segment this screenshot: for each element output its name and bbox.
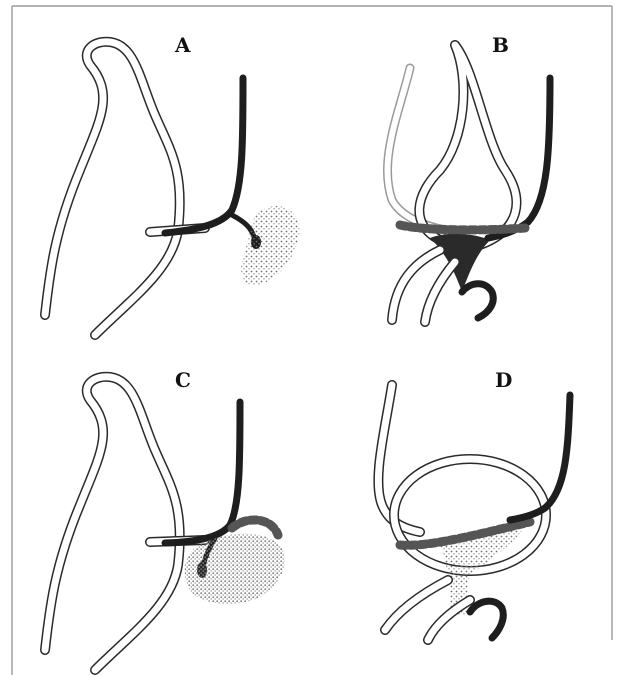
panel-b: B	[387, 33, 550, 322]
panel-d-lower-catheter	[470, 601, 503, 638]
panel-c-dashed-loop	[232, 520, 278, 535]
panel-a-vessel-lumen	[45, 42, 180, 335]
panel-b-dashed-crossing	[400, 225, 525, 230]
panel-label-c: C	[175, 368, 191, 392]
panel-a-vessel-outline	[45, 42, 180, 335]
panel-b-lower-catheter	[462, 284, 493, 318]
panel-c-vessel-lumen	[45, 377, 180, 670]
panel-c: C	[45, 368, 285, 670]
panel-b-loop-lumen	[419, 45, 516, 245]
panel-a-embolic-mass	[241, 206, 299, 285]
panel-c-vessel-outline	[45, 377, 180, 670]
panel-a: A	[45, 33, 299, 335]
panel-label-b: B	[492, 33, 509, 57]
panel-label-a: A	[174, 33, 191, 57]
panel-d: D	[378, 368, 570, 640]
panel-label-d: D	[495, 368, 512, 392]
